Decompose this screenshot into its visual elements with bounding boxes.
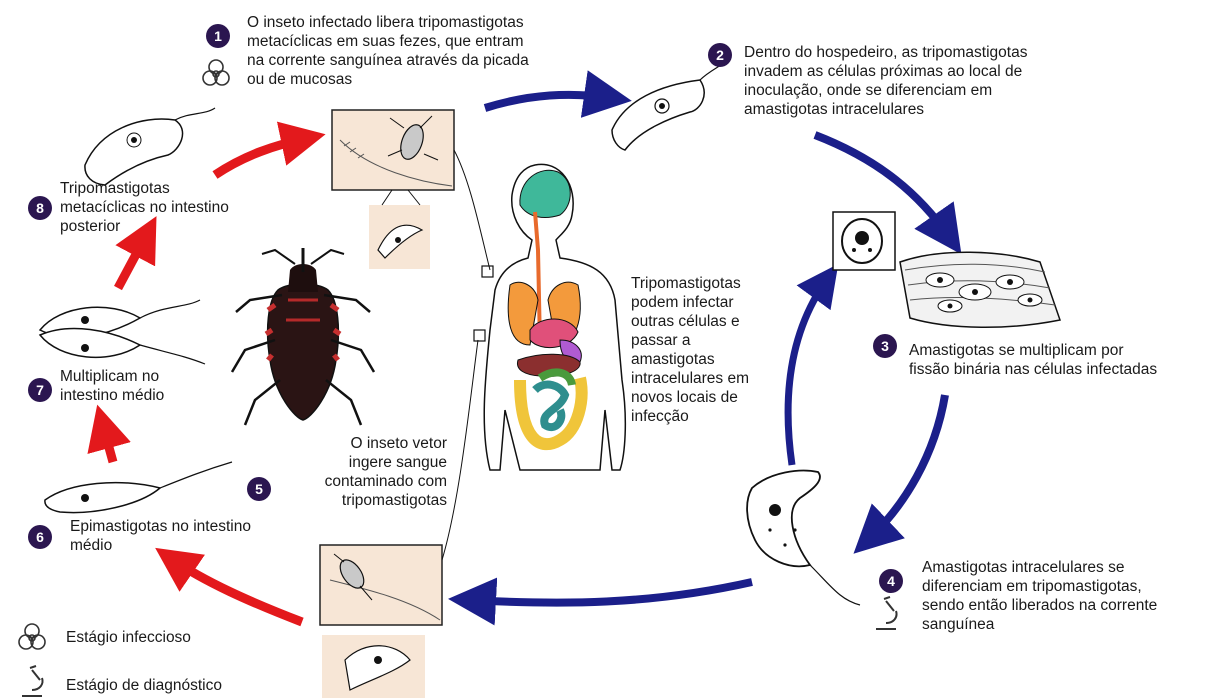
bite-box-top: [332, 110, 454, 190]
step-2-text: Dentro do hospedeiro, as tripomastigotas…: [744, 43, 1027, 119]
step-6-text: Epimastigotas no intestino médio: [70, 517, 251, 555]
bite-box-bottom: [320, 545, 442, 625]
arrow-4-to-5: [468, 582, 752, 603]
step-7-text: Multiplicam no intestino médio: [60, 367, 164, 405]
step-1-text: O inseto infectado libera tripomastigota…: [247, 13, 529, 89]
step-4-text: Amastigotas intracelulares se diferencia…: [922, 558, 1157, 634]
arrow-6-to-7: [102, 422, 113, 462]
arrow-5-to-6: [170, 558, 302, 622]
arrow-8-to-1: [215, 138, 308, 175]
step-5-text: O inseto vetor ingere sangue contaminado…: [282, 434, 447, 510]
step-3-badge: 3: [873, 334, 897, 358]
amastigote-cell-inset: [833, 212, 895, 270]
step-8-text: Tripomastigotas metacíclicas no intestin…: [60, 179, 229, 236]
step-2-badge: 2: [708, 43, 732, 67]
trypomastigote-stage-8: [85, 108, 215, 185]
epimastigote-stage-6: [45, 462, 232, 513]
step-4-badge: 4: [879, 569, 903, 593]
legend-diagnostic-label: Estágio de diagnóstico: [66, 676, 222, 695]
human-body: [484, 164, 625, 470]
step-6-badge: 6: [28, 525, 52, 549]
dividing-epimastigotes: [40, 300, 205, 364]
microscope-icon: [876, 597, 897, 629]
trypomastigote-inset-top: [369, 205, 430, 269]
step-5-badge: 5: [247, 477, 271, 501]
arrow-1-to-2: [485, 95, 612, 108]
legend-microscope-icon: [22, 666, 43, 696]
trypomastigote-stage-4: [747, 471, 860, 605]
biohazard-icon: [203, 60, 229, 85]
step-7-badge: 7: [28, 378, 52, 402]
arrow-3-to-4: [868, 395, 945, 540]
trypomastigote-stage-2: [612, 58, 730, 150]
arrow-7-to-8: [118, 232, 148, 288]
trypomastigote-inset-bottom: [322, 635, 425, 698]
step-1-badge: 1: [206, 24, 230, 48]
legend-biohazard-icon: [19, 624, 45, 649]
legend-infectious-label: Estágio infeccioso: [66, 628, 191, 647]
infected-tissue: [900, 252, 1060, 327]
arrow-4-reinfect: [788, 278, 828, 465]
step-3-text: Amastigotas se multiplicam por fissão bi…: [909, 341, 1157, 379]
triatomine-bug: [232, 248, 374, 425]
center-note: Tripomastigotas podem infectar outras cé…: [631, 274, 749, 426]
step-8-badge: 8: [28, 196, 52, 220]
